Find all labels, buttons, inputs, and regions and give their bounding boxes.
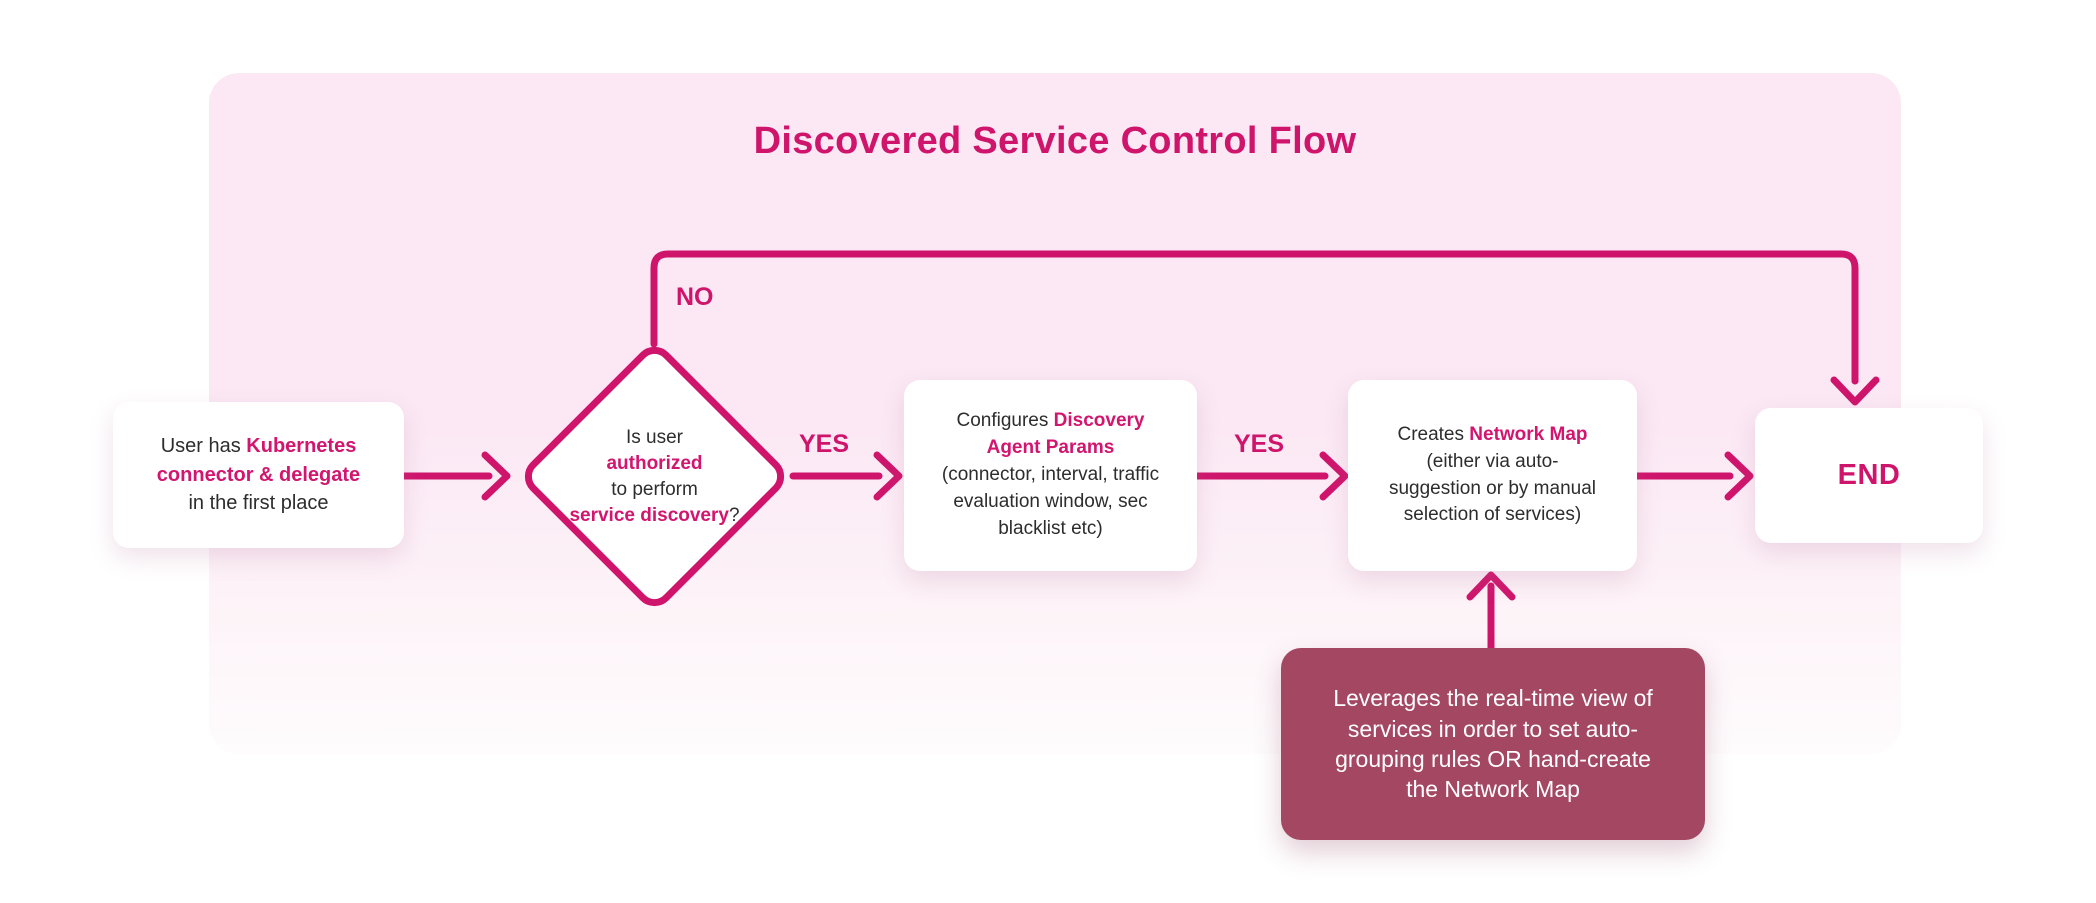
edge-label-yes-2: YES [1234, 430, 1285, 458]
node-create-text-prefix: Creates [1397, 423, 1470, 445]
node-start-text: User has Kubernetes connector & delegate… [153, 432, 365, 517]
node-decision-diamond: Is user authorized to perform service disco… [516, 338, 793, 615]
node-start-text-suffix: in the first place [188, 492, 329, 515]
node-note-callout: Leverages the real-time view of services… [1281, 648, 1705, 840]
node-start-text-highlight: Kubernetes connector & delegate [156, 435, 361, 486]
node-decision-highlight2: service discovery [569, 504, 729, 526]
node-start-text-prefix: User has [160, 435, 247, 458]
node-decision-inner: Is user authorized to perform service disco… [540, 362, 770, 592]
edge-label-no: NO [676, 283, 714, 311]
node-decision-line2: to perform [611, 478, 698, 500]
diagram-title: Discovered Service Control Flow [753, 120, 1357, 162]
edge-decision-no-to-end [650, 250, 1859, 385]
node-decision-line1: Is user [625, 426, 684, 448]
edge-configure-to-create-arrowhead [1319, 451, 1349, 501]
node-configure-params: Configures Discovery Agent Params (connec… [904, 380, 1197, 571]
edge-decision-no-to-end-arrowhead [1830, 376, 1880, 406]
node-decision-text: Is user authorized to perform service disco… [565, 424, 745, 529]
node-configure-text-suffix: (connector, interval, traffic evaluation… [941, 464, 1160, 539]
edge-label-yes-1: YES [799, 430, 850, 458]
node-end: END [1755, 408, 1983, 543]
node-create-text-suffix: (either via auto-suggestion or by manual… [1388, 450, 1596, 526]
node-configure-text-highlight: Discovery Agent Params [986, 410, 1145, 459]
node-configure-text-prefix: Configures [956, 410, 1054, 432]
node-create-text: Creates Network Map (either via auto-sugg… [1385, 422, 1601, 530]
node-end-label: END [1837, 459, 1901, 491]
edge-decision-to-configure-arrowhead [873, 451, 903, 501]
edge-note-to-create-arrowhead [1466, 571, 1516, 601]
node-configure-text: Configures Discovery Agent Params (connec… [937, 408, 1165, 543]
node-create-text-highlight: Network Map [1469, 423, 1588, 445]
node-start: User has Kubernetes connector & delegate… [113, 402, 404, 548]
edge-create-to-end-arrowhead [1724, 451, 1754, 501]
node-decision-highlight1: authorized [606, 452, 703, 474]
node-note-text: Leverages the real-time view of services… [1333, 685, 1653, 803]
node-decision-line3: service discovery? [565, 503, 745, 529]
edge-start-to-decision-arrowhead [481, 451, 511, 501]
node-decision-suffix: ? [728, 504, 740, 526]
node-create-network-map: Creates Network Map (either via auto-sugg… [1348, 380, 1637, 571]
